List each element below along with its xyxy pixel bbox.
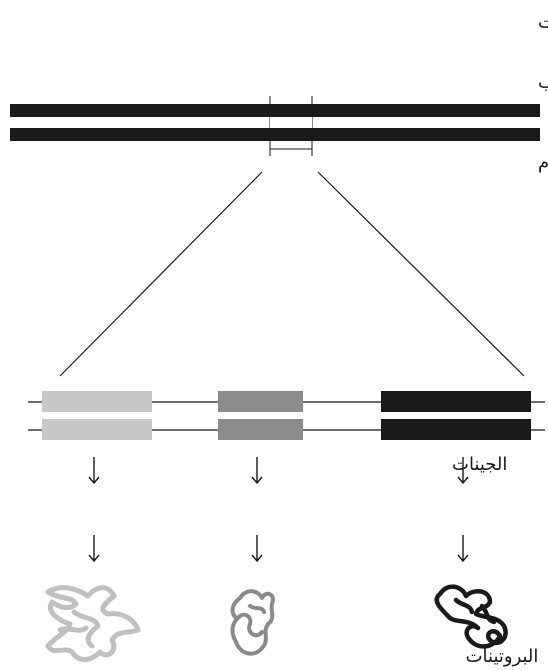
gene-strand-top [28,391,545,412]
down-arrow-icon [251,534,263,562]
gene-light-bottom [42,419,152,440]
down-arrow-icon [457,534,469,562]
proteins-label: البروتينات [466,646,539,667]
protein-light-icon [45,585,141,662]
genes-label: الجينات [452,454,507,475]
down-arrow-icon [88,456,100,484]
gene-dark-top [381,391,531,412]
gene-dark-bottom [381,419,531,440]
zoom-line-left [59,171,263,377]
gene-mid-top [218,391,303,412]
down-arrow-icon [88,534,100,562]
maternal-label: الخاصة بالأم [538,151,548,173]
protein-mid-icon [230,589,275,656]
gene-light-top [42,391,152,412]
protein-dark-icon [434,584,508,649]
paternal-label: الخاصة بالأب [538,71,548,93]
gene-mid-bottom [218,419,303,440]
down-arrow-icon [251,456,263,484]
maternal-chromosome [10,128,540,141]
paternal-chromosome [10,104,540,117]
zoom-line-right [317,171,525,377]
gene-strand-bottom [28,419,545,440]
chromosome-region-marker [269,96,313,156]
chromosomes-label: الكروموسومات [538,12,548,33]
